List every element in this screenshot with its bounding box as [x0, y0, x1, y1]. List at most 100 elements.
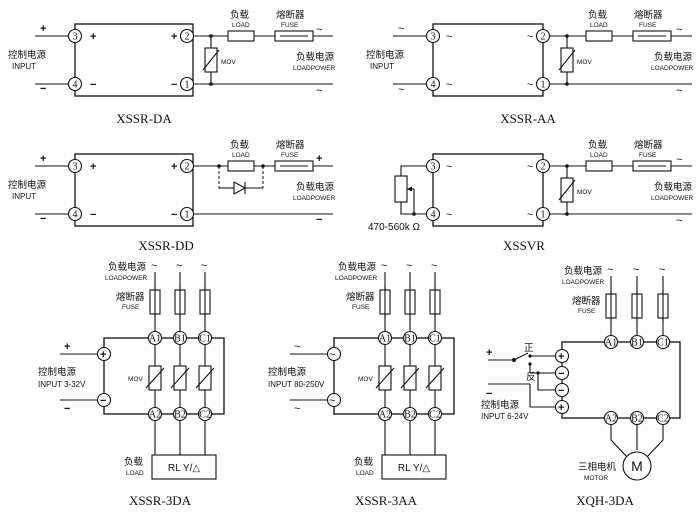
- mov-label: MOV: [358, 376, 373, 383]
- diagram-xqh-3da: 负载电源 LOADPOWER 熔断器 FUSE ~ ~ ~ A1 B1 C1 A…: [481, 264, 681, 508]
- ac-symbol: ~: [176, 260, 182, 272]
- load-power-en-label: LOADPOWER: [562, 279, 605, 286]
- load-en-label: LOAD: [232, 152, 250, 159]
- input-label: INPUT: [12, 62, 36, 71]
- input-label: INPUT: [370, 62, 394, 71]
- terminal-label: B2: [404, 410, 416, 421]
- minus-sign: −: [90, 79, 96, 91]
- ac-symbol: ~: [527, 79, 533, 91]
- ac-symbol: ~: [151, 260, 157, 272]
- ac-symbol: ~: [294, 341, 300, 353]
- terminal-label: C1: [199, 334, 211, 345]
- terminal-4: [67, 76, 83, 92]
- terminal-label: C2: [199, 410, 211, 421]
- terminal-label: A1: [149, 334, 161, 345]
- load-en-label: LOAD: [232, 22, 250, 29]
- control-power-label: 控制电源: [38, 366, 77, 378]
- load-power-en-label: LOADPOWER: [651, 195, 694, 202]
- ac-symbol: ~: [316, 24, 322, 36]
- ac-symbol: ~: [446, 161, 452, 173]
- motor-en-label: MOTOR: [584, 475, 608, 482]
- plus-sign: +: [90, 161, 96, 173]
- ac-symbol: ~: [201, 260, 207, 272]
- ac-symbol: ~: [406, 260, 412, 272]
- load-en-label: LOAD: [590, 152, 608, 159]
- plus-sign: +: [558, 351, 564, 363]
- load-power-label: 负载电源: [338, 261, 377, 273]
- diagram-caption: XSSR-3DA: [129, 493, 192, 508]
- plus-sign: +: [486, 347, 492, 359]
- diagram-caption: XSSR-DA: [116, 111, 172, 126]
- motor-label: 三相电机: [578, 461, 617, 473]
- diagram-xssr-aa: 3 4 2 1 ~ ~ ~ ~ 控制电源 INPUT ~ ~ MOV 负载 LO…: [366, 9, 694, 126]
- ac-symbol: ~: [676, 215, 682, 227]
- diagram-xssr-da: 3 4 2 1 + − + − 控制电源 INPUT + − MOV 负载 LO…: [8, 9, 336, 126]
- load-power-en-label: LOADPOWER: [335, 275, 378, 282]
- ac-symbol: ~: [329, 395, 335, 407]
- load-power-en-label: LOADPOWER: [105, 275, 148, 282]
- terminal-label: A1: [379, 334, 391, 345]
- terminal-3: [67, 28, 83, 44]
- load-label: 负载: [230, 9, 250, 21]
- minus-sign: −: [171, 209, 177, 221]
- terminal-label: B1: [404, 334, 416, 345]
- plus-sign: +: [316, 153, 322, 165]
- fuse-en-label: FUSE: [639, 152, 657, 159]
- fuse-label: 熔断器: [276, 139, 305, 151]
- three-phase-load: [381, 454, 447, 480]
- input-voltage-label: INPUT 3-32V: [38, 380, 86, 389]
- plus-sign: +: [40, 153, 46, 165]
- terminal-label: 4: [431, 80, 436, 91]
- fuse-en-label: FUSE: [281, 152, 299, 159]
- ac-symbol: ~: [659, 264, 665, 276]
- control-power-label: 控制电源: [366, 49, 405, 61]
- fuse-en-label: FUSE: [578, 308, 596, 315]
- terminal-label: C2: [657, 414, 669, 425]
- terminal-label: 2: [541, 32, 546, 43]
- input-voltage-label: INPUT 80-250V: [268, 380, 325, 389]
- terminal-label: A2: [605, 414, 617, 425]
- terminal-label: 2: [541, 162, 546, 173]
- load-resistor: [227, 30, 255, 42]
- mov-varistor-group: [145, 344, 215, 408]
- control-power-label: 控制电源: [481, 399, 520, 411]
- terminal-label: C1: [429, 334, 441, 345]
- ac-symbol: ~: [446, 79, 452, 91]
- fuse-en-label: FUSE: [352, 304, 370, 311]
- load-type-label: RL Y/△: [168, 463, 200, 474]
- mov-label: MOV: [577, 59, 592, 66]
- diagram-caption: XSSVR: [503, 238, 545, 253]
- diagram-caption: XSSR-AA: [500, 111, 556, 126]
- load-label: 负载: [588, 9, 608, 21]
- ac-symbol: ~: [446, 31, 452, 43]
- terminal-label: C2: [429, 410, 441, 421]
- terminal-label: 4: [73, 210, 78, 221]
- input-voltage-label: INPUT 6-24V: [481, 412, 529, 421]
- mov-varistor-group: [375, 344, 445, 408]
- plus-sign: +: [40, 23, 46, 35]
- ac-symbol: ~: [676, 85, 682, 97]
- mov-label: MOV: [128, 376, 143, 383]
- terminal-label: 3: [73, 32, 78, 43]
- load-power-label: 负载电源: [296, 181, 335, 193]
- terminal-label: A2: [379, 410, 391, 421]
- ac-symbol: ~: [431, 260, 437, 272]
- terminal-label: B2: [631, 414, 643, 425]
- minus-sign: −: [486, 388, 492, 400]
- minus-sign: −: [171, 79, 177, 91]
- ac-symbol: ~: [398, 84, 404, 96]
- load-label: 负载: [230, 139, 250, 151]
- fuse-en-label: FUSE: [122, 304, 140, 311]
- fuse-en-label: FUSE: [639, 22, 657, 29]
- fuse-label: 熔断器: [634, 139, 663, 151]
- load-power-label: 负载电源: [654, 51, 693, 63]
- fuse-label: 熔断器: [116, 291, 145, 303]
- plus-sign: +: [171, 161, 177, 173]
- ac-symbol: ~: [527, 209, 533, 221]
- minus-sign: −: [316, 214, 322, 226]
- protection-diode: [233, 181, 247, 195]
- potentiometer: [394, 175, 408, 203]
- control-power-label: 控制电源: [8, 49, 47, 61]
- plus-sign: +: [64, 341, 70, 353]
- terminal-label: A2: [149, 410, 161, 421]
